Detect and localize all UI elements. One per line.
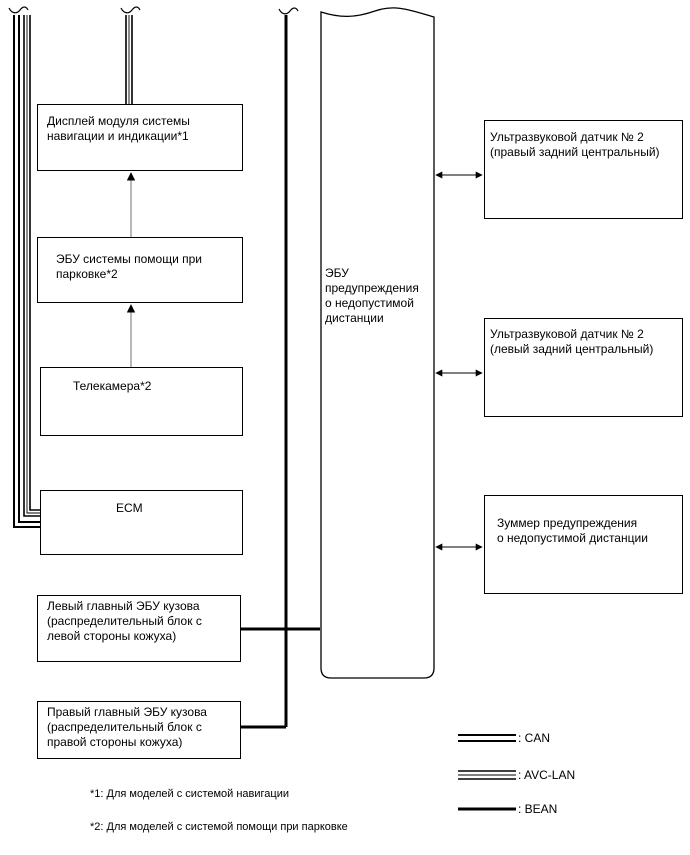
clearance-ecu-outline (320, 7, 435, 679)
buzzer-label: Зуммер предупреждения о недопустимой дис… (497, 516, 648, 545)
legend-avc-lan-label: : AVC-LAN (518, 768, 576, 782)
legend-avc-lan-sample (458, 770, 516, 780)
display-module-label: Дисплей модуля системы навигации и индик… (47, 114, 190, 143)
buzzer-box: Зуммер предупреждения о недопустимой дис… (484, 495, 683, 594)
ecm-label: ECM (116, 501, 143, 515)
avc-lan-line-left (23, 15, 40, 517)
avc-lan-line-top (120, 6, 141, 104)
left-body-ecu-label: Левый главный ЭБУ кузова (распределитель… (47, 599, 202, 643)
sensor-left-center-box: Ультразвуковой датчик № 2 (левый задний … (484, 318, 683, 417)
sensor-left-center-label: Ультразвуковой датчик № 2 (левый задний … (490, 327, 654, 356)
legend-bean-label: : BEAN (518, 802, 558, 816)
clearance-ecu-label: ЭБУ предупреждения о недопустимой дистан… (325, 266, 419, 325)
left-body-ecu-box: Левый главный ЭБУ кузова (распределитель… (37, 595, 241, 662)
right-body-ecu-label: Правый главный ЭБУ кузова (распределител… (47, 705, 207, 749)
footnote-2: *2: Для моделей с системой помощи при па… (90, 821, 348, 833)
parking-ecu-box: ЭБУ системы помощи при парковке*2 (37, 237, 243, 303)
sensor-right-center-box: Ультразвуковой датчик № 2 (правый задний… (484, 120, 683, 219)
parking-ecu-label: ЭБУ системы помощи при парковке*2 (56, 252, 203, 281)
bean-bus-line (241, 7, 320, 729)
right-body-ecu-box: Правый главный ЭБУ кузова (распределител… (37, 701, 241, 759)
legend-can-sample (458, 734, 516, 742)
camera-label: Телекамера*2 (73, 379, 152, 393)
display-module-box: Дисплей модуля системы навигации и индик… (37, 104, 243, 171)
footnote-1: *1: Для моделей с системой навигации (90, 788, 290, 800)
ecm-box: ECM (40, 490, 243, 555)
can-bus-line (8, 6, 40, 528)
legend-can-label: : CAN (518, 731, 551, 745)
sensor-right-center-label: Ультразвуковой датчик № 2 (правый задний… (490, 130, 660, 159)
camera-box: Телекамера*2 (40, 367, 243, 436)
